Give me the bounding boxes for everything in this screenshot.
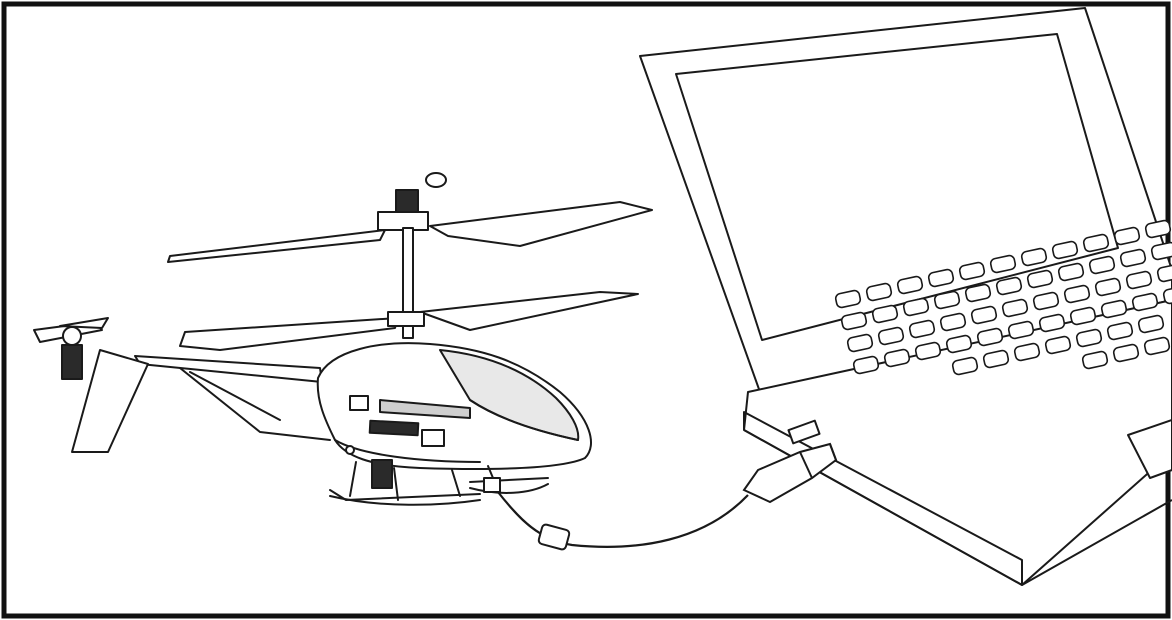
charging-jack bbox=[484, 478, 500, 492]
